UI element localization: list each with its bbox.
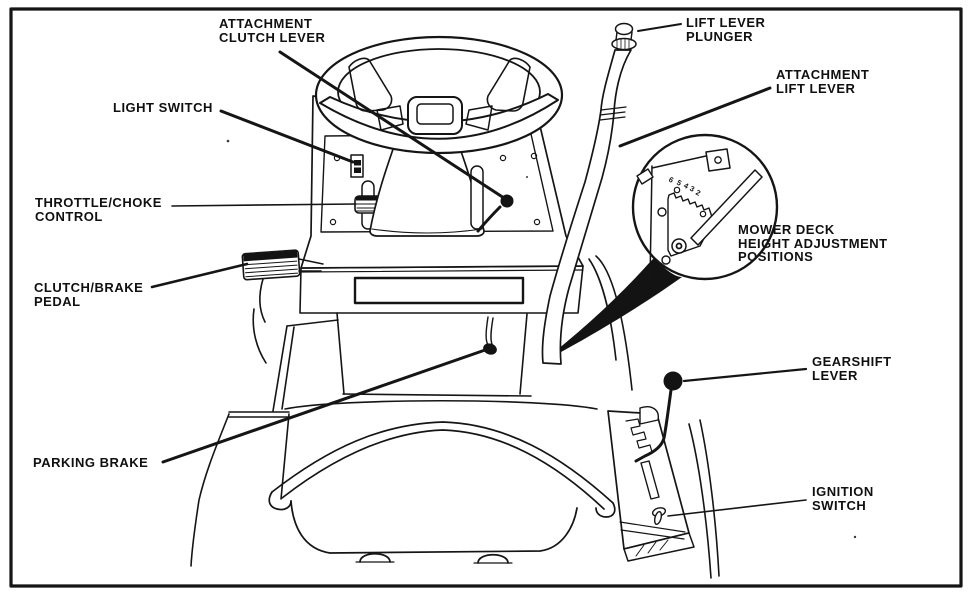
svg-text:2: 2: [694, 188, 702, 198]
parking-brake-handle: [483, 316, 497, 355]
scan-specks: [226, 139, 857, 539]
light-switch: [350, 154, 364, 178]
seat-backrest: [272, 255, 633, 412]
gearshift-lever: [634, 371, 683, 463]
callout-mower-deck-height-adjustment: MOWER DECK HEIGHT ADJUSTMENT POSITIONS: [738, 222, 888, 264]
callout-lift-lever-plunger: LIFT LEVER PLUNGER: [686, 15, 766, 44]
callout-attachment-clutch-lever: ATTACHMENT CLUTCH LEVER: [219, 16, 326, 45]
svg-text:3: 3: [688, 184, 696, 194]
svg-text:4: 4: [682, 181, 691, 191]
svg-text:5: 5: [675, 178, 683, 188]
lift-lever-plunger-cap: [614, 22, 634, 36]
right-fender: [688, 419, 720, 579]
callout-throttle-choke-control: THROTTLE/CHOKE CONTROL: [35, 195, 162, 224]
clutch-brake-pedal: [241, 249, 324, 323]
inset-callout-tail: [542, 258, 682, 362]
seat: [268, 421, 616, 564]
inset-clip: [636, 168, 654, 185]
hood-band: [299, 265, 584, 395]
wheel-spoke-opening-left: [348, 57, 393, 112]
attachment-clutch-lever: [470, 165, 514, 233]
dash-lower-opening: [353, 276, 525, 305]
svg-text:6: 6: [667, 175, 675, 185]
height-adjustment-inset: 6 5 4 3 2: [631, 133, 779, 282]
left-footrest: [190, 308, 290, 567]
gearshift-console: [607, 406, 695, 562]
height-position-numbers: 6 5 4 3 2: [667, 175, 702, 198]
height-adjustment-lever-bar: [690, 169, 763, 246]
console-slot: [640, 460, 660, 500]
callout-ignition-switch: IGNITION SWITCH: [812, 484, 874, 513]
callout-clutch-brake-pedal: CLUTCH/BRAKE PEDAL: [34, 280, 144, 309]
callout-gearshift-lever: GEARSHIFT LEVER: [812, 354, 892, 383]
callout-light-switch: LIGHT SWITCH: [113, 100, 213, 115]
callout-parking-brake: PARKING BRAKE: [33, 455, 149, 470]
callout-attachment-lift-lever: ATTACHMENT LIFT LEVER: [776, 67, 870, 96]
gearshift-gate: [625, 418, 653, 453]
figure-border: [9, 7, 963, 588]
wheel-spoke-opening-right: [486, 57, 531, 112]
steering-wheel: [314, 35, 564, 155]
wheel-hub: [407, 96, 463, 135]
ignition-switch-key: [651, 507, 667, 526]
attachment-lift-lever: [541, 22, 637, 365]
leader-lines: [150, 23, 808, 517]
